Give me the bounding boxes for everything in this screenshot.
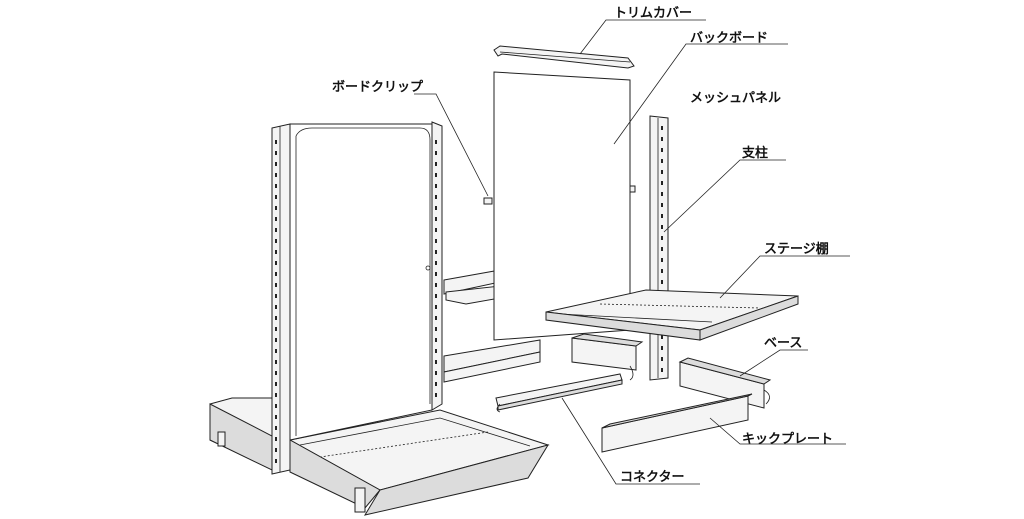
pillar-slot: [661, 258, 663, 262]
pillar-slot: [661, 170, 663, 174]
connector-part: [495, 373, 623, 413]
pillar-slot: [661, 192, 663, 196]
pillar-slot: [661, 269, 663, 273]
pillar-slot: [661, 247, 663, 251]
pillar-slot: [275, 437, 277, 441]
pillar-slot: [275, 184, 277, 188]
pillar-slot: [275, 459, 277, 463]
pillar-slot: [275, 261, 277, 265]
pillar-slot: [435, 228, 437, 232]
pillar-slot: [435, 294, 437, 298]
assembled-back-board: [289, 123, 433, 441]
pillar-slot: [275, 217, 277, 221]
pillar-slot: [435, 338, 437, 342]
pillar-slot: [275, 360, 277, 364]
pillar-slot: [435, 173, 437, 177]
pillar-slot: [275, 250, 277, 254]
pillar-slot: [435, 217, 437, 221]
pillar-slot: [661, 225, 663, 229]
stage-shelf-part: [545, 289, 799, 341]
clip-on-board: [629, 185, 636, 193]
pillar-slot: [435, 360, 437, 364]
label-trim-cover: トリムカバー: [614, 6, 693, 21]
pillar-slot: [435, 371, 437, 375]
base-part: [571, 333, 772, 409]
label-pillar: 支柱: [742, 146, 769, 161]
pillar-slot: [275, 426, 277, 430]
pillar-slot: [275, 371, 277, 375]
pillar-slot: [435, 151, 437, 155]
pillar-slot: [275, 404, 277, 408]
pillar-slot: [275, 272, 277, 276]
pillar-slot: [435, 206, 437, 210]
pillar-slot: [275, 305, 277, 309]
pillar-slot: [275, 415, 277, 419]
label-base: ベース: [764, 336, 803, 351]
pillar-slot: [661, 346, 663, 350]
leader-lines: [414, 19, 850, 485]
pillar-slot: [435, 349, 437, 353]
pillar-slot: [661, 335, 663, 339]
pillar-slot: [275, 173, 277, 177]
board-clip-part: [483, 197, 493, 205]
rear-shelf: [445, 285, 501, 305]
pillar-slot: [275, 393, 277, 397]
right-pillar: [431, 121, 443, 411]
pillar-part: [649, 115, 669, 381]
pillar-slot: [435, 327, 437, 331]
pillar-slot: [661, 280, 663, 284]
pillar-slot: [661, 236, 663, 240]
pillar-slot: [435, 272, 437, 276]
pillar-slot: [435, 382, 437, 386]
pillar-slot: [435, 184, 437, 188]
pillar-slot: [661, 148, 663, 152]
pillar-slot: [275, 140, 277, 144]
pillar-slot: [435, 195, 437, 199]
pillar-slot: [661, 159, 663, 163]
pillar-slot: [435, 305, 437, 309]
pillar-slot: [275, 283, 277, 287]
base-front-right: [363, 444, 550, 516]
label-back-board: バックボード: [690, 31, 769, 46]
pillar-slot: [275, 338, 277, 342]
pillar-slot: [275, 228, 277, 232]
pillar-slot: [275, 206, 277, 210]
pillar-slot: [435, 261, 437, 265]
pillar-slot: [435, 140, 437, 144]
pillar-slot: [275, 195, 277, 199]
label-kick-plate: キックプレート: [742, 432, 834, 447]
pillar-slot: [435, 162, 437, 166]
pillar-slot: [661, 368, 663, 372]
left-pillar: [271, 123, 291, 475]
pillar-slot: [661, 357, 663, 361]
pillar-slot: [275, 162, 277, 166]
pillar-slot: [275, 239, 277, 243]
pillar-slot: [275, 349, 277, 353]
pillar-slot: [435, 283, 437, 287]
pillar-slot: [435, 250, 437, 254]
pillar-slot: [275, 382, 277, 386]
pillar-slot: [275, 448, 277, 452]
pillar-slot: [661, 203, 663, 207]
pillar-slot: [435, 393, 437, 397]
pillar-slot: [661, 137, 663, 141]
pillar-slot: [661, 126, 663, 130]
pillar-slot: [275, 316, 277, 320]
label-board-clip: ボードクリップ: [332, 80, 424, 95]
pillar-slot: [435, 316, 437, 320]
pillar-slot: [275, 294, 277, 298]
label-mesh-panel: メッシュパネル: [690, 91, 782, 106]
pillar-slot: [661, 181, 663, 185]
label-stage-shelf: ステージ棚: [764, 242, 829, 257]
kick-plate-part: [601, 393, 753, 453]
label-connector: コネクター: [620, 470, 685, 485]
pillar-slot: [275, 327, 277, 331]
pillar-slot: [435, 239, 437, 243]
pillar-slot: [661, 214, 663, 218]
assembled-gondola: [209, 121, 550, 516]
pillar-slot: [275, 151, 277, 155]
trim-cover-part: [493, 45, 635, 69]
